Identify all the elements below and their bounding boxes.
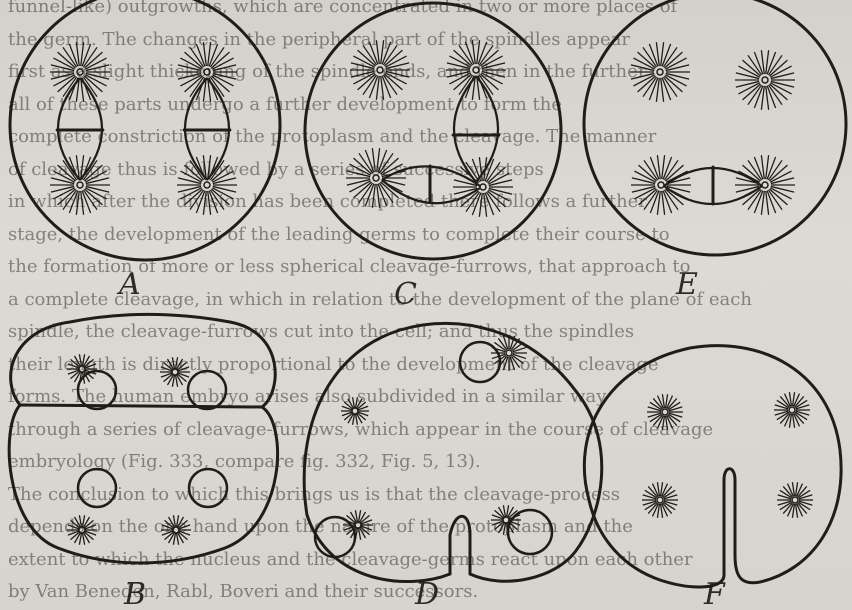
aster [491, 335, 527, 371]
aster [160, 357, 190, 387]
figure-label-C: C [394, 277, 417, 312]
figure-label-D: D [414, 577, 439, 610]
aster [777, 482, 813, 518]
aster [50, 42, 110, 102]
figure-label-F: F [703, 577, 726, 610]
aster [453, 157, 513, 217]
aster [647, 394, 683, 430]
egg-outline-B [9, 315, 277, 564]
aster [491, 505, 521, 535]
aster [631, 155, 691, 215]
aster [161, 515, 191, 545]
aster [67, 515, 97, 545]
egg-outline-D [304, 323, 602, 581]
egg-outline-E [584, 0, 846, 255]
figure-label-B: B [123, 577, 146, 610]
aster [341, 397, 369, 425]
cleavage-furrow [20, 405, 262, 407]
aster [630, 42, 690, 102]
aster [350, 40, 410, 100]
nucleus [78, 469, 116, 507]
aster [446, 40, 506, 100]
aster [774, 392, 810, 428]
aster [642, 482, 678, 518]
aster [50, 155, 110, 215]
aster [735, 155, 795, 215]
aster [346, 148, 406, 208]
figure-label-E: E [675, 267, 698, 302]
nucleus [188, 371, 226, 409]
egg-outline-F [584, 346, 841, 587]
aster [177, 155, 237, 215]
nucleus [315, 517, 355, 557]
aster [177, 42, 237, 102]
aster [735, 50, 795, 110]
figure-label-A: A [116, 267, 141, 302]
egg-outline-A [10, 0, 280, 260]
nucleus [189, 469, 227, 507]
aster [343, 510, 373, 540]
egg-outline-C [305, 3, 561, 259]
